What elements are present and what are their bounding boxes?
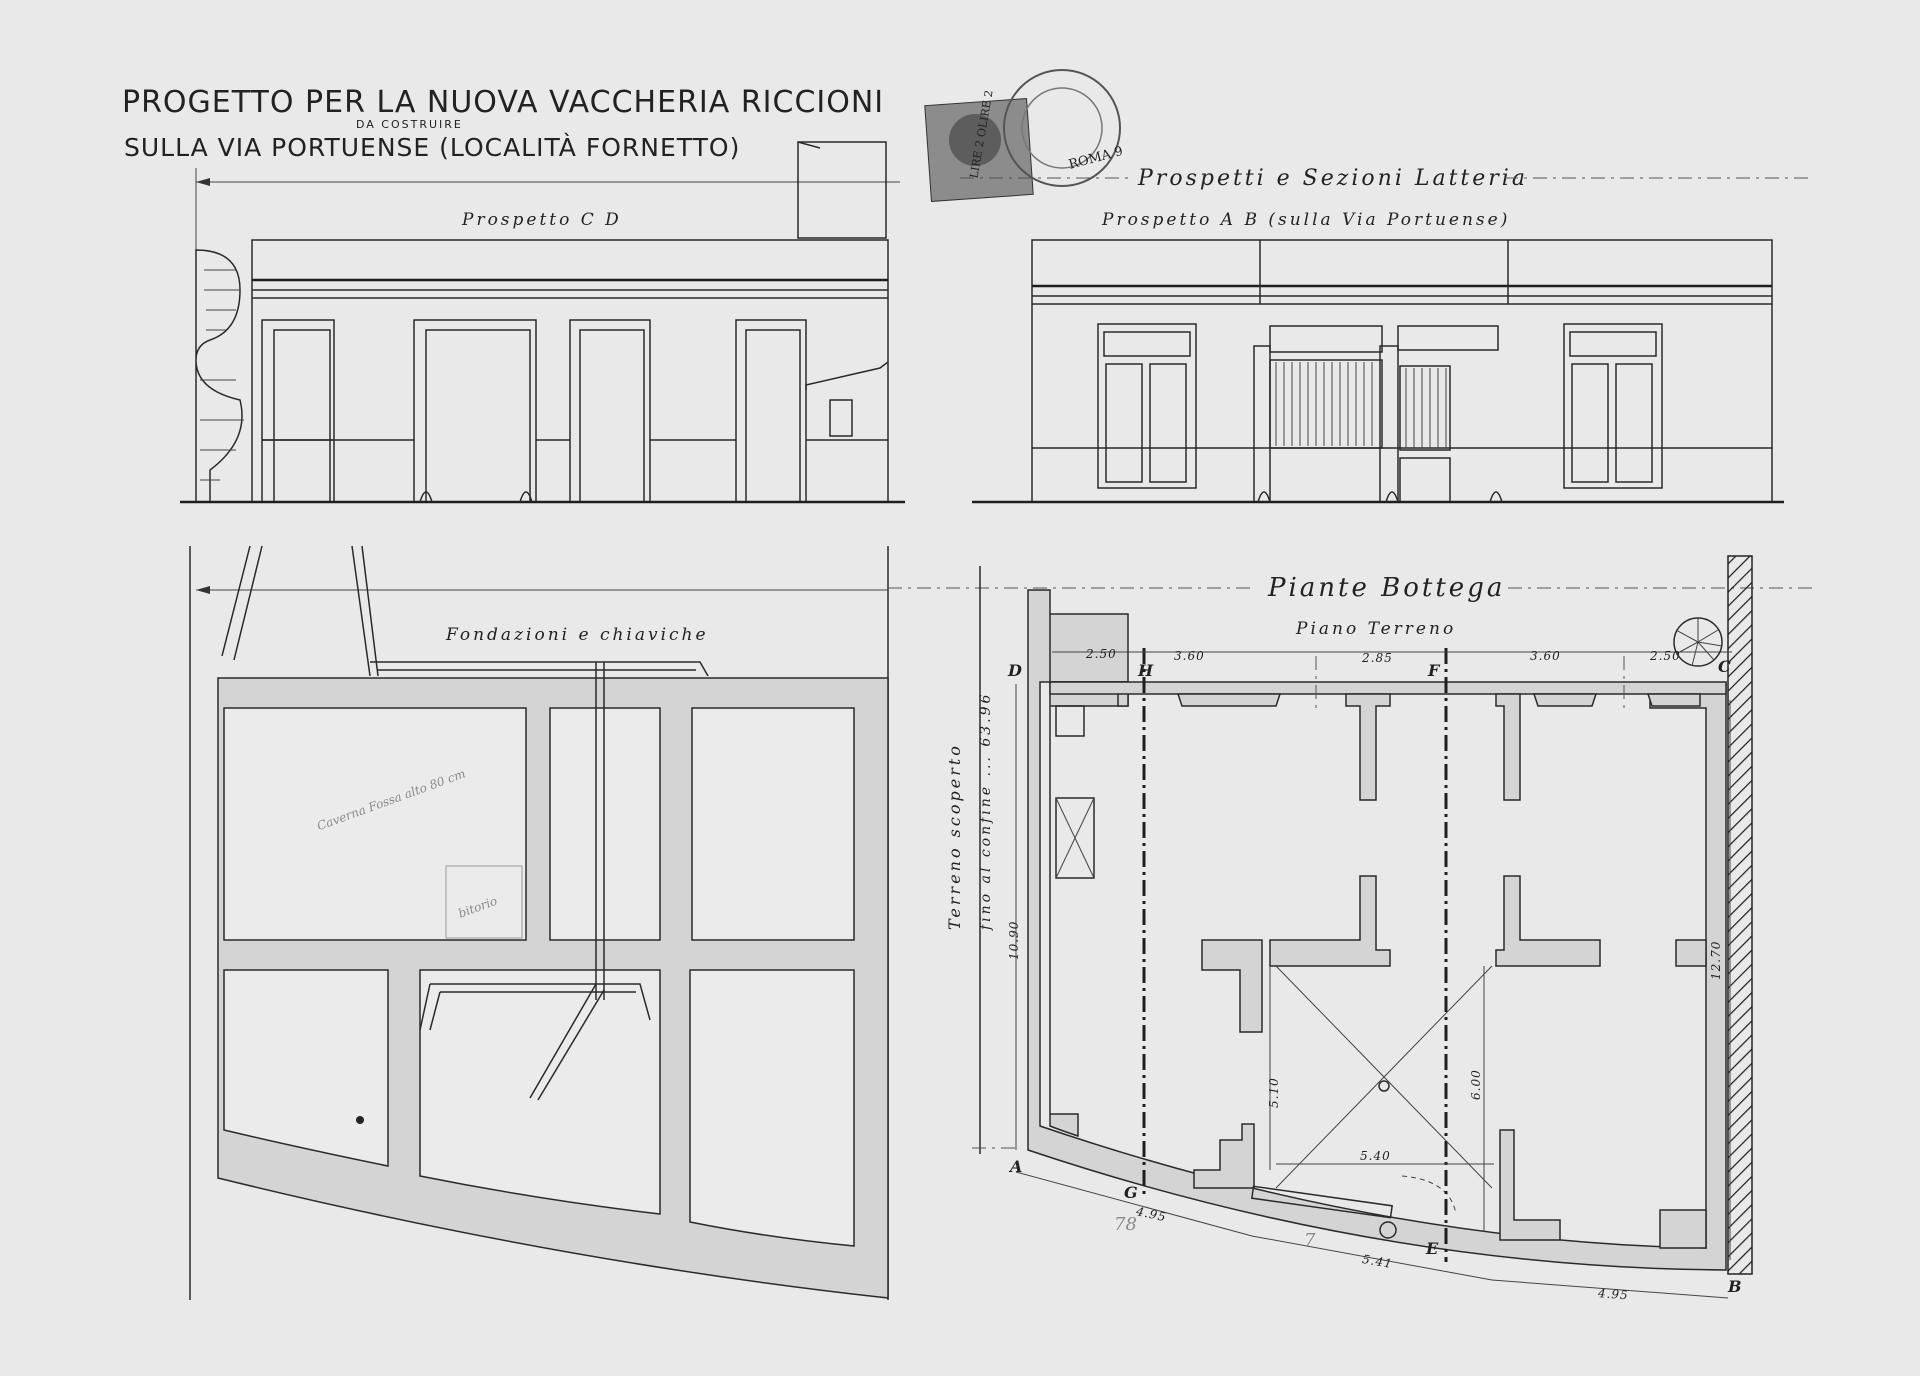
boundary-wall: [1727, 555, 1753, 1275]
dim-bottom-0: 4.95: [1134, 1204, 1168, 1224]
dimension-labels: 2.50 3.60 2.85 3.60 2.50 4.95 5.41 4.95 …: [1007, 647, 1723, 1302]
dim-top-0: 2.50: [1085, 647, 1117, 661]
terreno-line2: fino al confine ... 63.96: [978, 692, 994, 931]
label-piano-terreno: Piano Terreno: [1295, 619, 1456, 639]
pencil-mark-2: 7: [1304, 1230, 1316, 1251]
pencil-mark-1: 78: [1114, 1214, 1137, 1235]
point-a: A: [1008, 1157, 1022, 1176]
elevation-ab: Prospetti e Sezioni Latteria Prospetto A…: [960, 166, 1814, 504]
point-f: F: [1427, 661, 1441, 680]
label-fondazioni: Fondazioni e chiaviche: [445, 625, 709, 645]
title-line2: SULLA VIA PORTUENSE (LOCALITÀ FORNETTO): [124, 133, 740, 162]
title-line1: PROGETTO PER LA NUOVA VACCHERIA RICCIONI: [122, 85, 884, 120]
plan-fondazioni: Fondazioni e chiaviche Caverna Fossa alt…: [189, 545, 960, 1300]
header-latteria: Prospetti e Sezioni Latteria: [1137, 166, 1528, 191]
spiral-stair-icon: [195, 249, 244, 502]
dim-height-right: 12.70: [1709, 941, 1723, 980]
dim-height-left: 10.90: [1007, 921, 1021, 960]
point-h: H: [1137, 661, 1154, 680]
dim-top-2: 2.85: [1361, 651, 1393, 665]
spiral-stair-icon-plan: [1673, 617, 1723, 667]
label-prospetto-ab: Prospetto A B (sulla Via Portuense): [1101, 210, 1510, 230]
dim-inner-v2: 6.00: [1469, 1069, 1483, 1100]
dim-bottom-1: 5.41: [1361, 1252, 1394, 1271]
header-piante-bottega: Piante Bottega: [1267, 573, 1505, 603]
dim-inner-v1: 5.10: [1267, 1077, 1281, 1108]
point-e: E: [1425, 1239, 1439, 1258]
point-c: C: [1718, 657, 1731, 676]
title-small: DA COSTRUIRE: [356, 118, 463, 131]
dim-top-3: 3.60: [1530, 649, 1561, 663]
point-d: D: [1007, 661, 1022, 680]
point-g: G: [1124, 1183, 1138, 1202]
elevation-cd: Prospetto C D: [180, 141, 905, 504]
terreno-line1: Terreno scoperto: [945, 743, 964, 930]
terreno-note: Terreno scoperto fino al confine ... 63.…: [945, 692, 994, 931]
point-b: B: [1727, 1277, 1742, 1296]
dim-top-4: 2.50: [1649, 649, 1681, 663]
postmark-icon: [1003, 69, 1121, 187]
revenue-stamp: LIRE 2 OLIRE 2 ROMA 9: [924, 69, 1125, 202]
stamp-portrait-icon: [949, 114, 1001, 166]
title-block: PROGETTO PER LA NUOVA VACCHERIA RICCIONI…: [122, 85, 884, 162]
label-prospetto-cd: Prospetto C D: [461, 210, 622, 230]
plan-bottega: Piante Bottega Piano Terreno: [888, 555, 1814, 1302]
dim-top-1: 3.60: [1174, 649, 1205, 663]
dim-bottom-2: 4.95: [1597, 1286, 1630, 1302]
dim-inner-h: 5.40: [1360, 1149, 1391, 1163]
